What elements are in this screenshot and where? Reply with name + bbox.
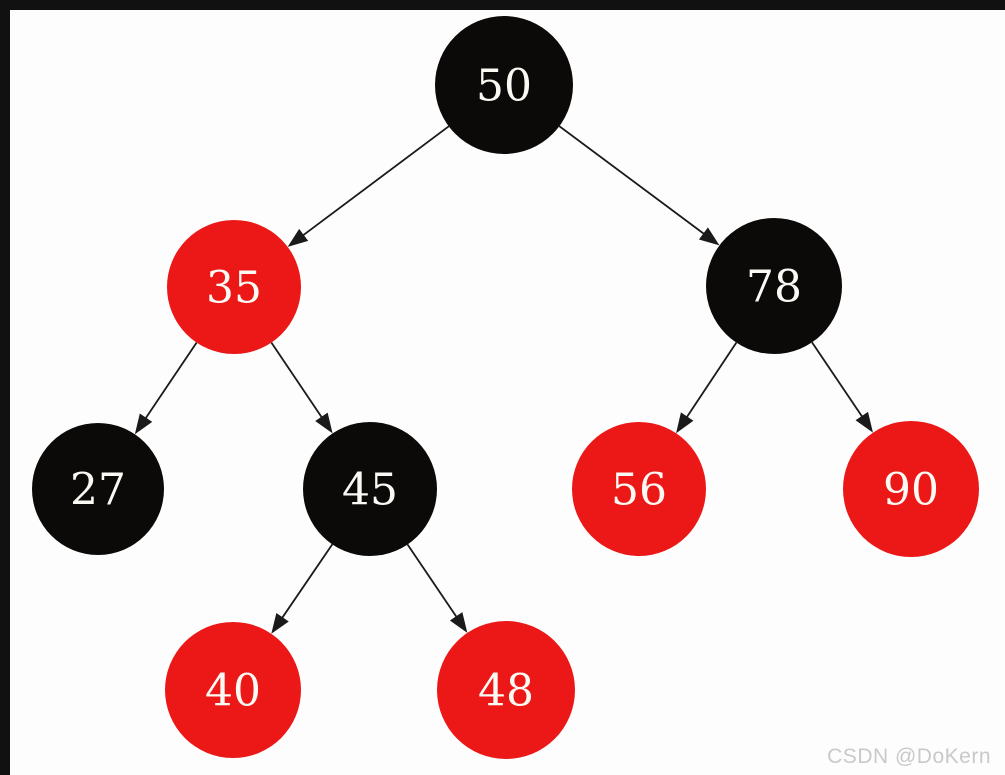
tree-node-48: 48 bbox=[437, 621, 575, 759]
arrowhead-icon-50-35 bbox=[287, 228, 309, 247]
tree-node-label-27: 27 bbox=[70, 464, 126, 515]
tree-node-78: 78 bbox=[706, 218, 842, 354]
tree-node-circle-45 bbox=[303, 422, 437, 556]
arrowhead-icon-35-45 bbox=[315, 412, 333, 434]
tree-edge-45-48 bbox=[406, 543, 458, 619]
tree-edge-45-40 bbox=[280, 543, 334, 620]
tree-edge-50-78 bbox=[558, 125, 706, 236]
tree-node-90: 90 bbox=[843, 421, 979, 557]
tree-node-circle-78 bbox=[706, 218, 842, 354]
arrowhead-icon-50-78 bbox=[698, 227, 720, 246]
red-black-tree-diagram: 50 35 78 27 45 56 90 40 48 bbox=[32, 16, 979, 759]
tree-edge-35-45 bbox=[270, 342, 324, 419]
tree-node-35: 35 bbox=[167, 220, 301, 354]
tree-node-circle-56 bbox=[572, 422, 706, 556]
tree-edge-35-27 bbox=[144, 342, 198, 420]
tree-node-label-48: 48 bbox=[478, 665, 534, 716]
tree-node-label-50: 50 bbox=[476, 60, 532, 111]
arrowhead-icon-35-27 bbox=[134, 413, 153, 435]
watermark: CSDN @DoKern bbox=[827, 745, 991, 768]
tree-node-circle-40 bbox=[165, 622, 301, 758]
tree-node-27: 27 bbox=[32, 423, 164, 555]
tree-node-label-56: 56 bbox=[611, 464, 667, 515]
edges-layer bbox=[134, 125, 873, 634]
tree-edge-78-56 bbox=[685, 342, 738, 419]
nodes-layer: 50 35 78 27 45 56 90 40 48 bbox=[32, 16, 979, 759]
tree-node-label-35: 35 bbox=[206, 262, 262, 313]
tree-node-circle-48 bbox=[437, 621, 575, 759]
tree-node-label-45: 45 bbox=[342, 464, 398, 515]
tree-node-circle-90 bbox=[843, 421, 979, 557]
tree-edge-50-35 bbox=[301, 125, 450, 237]
tree-node-circle-35 bbox=[167, 220, 301, 354]
tree-node-label-78: 78 bbox=[746, 261, 802, 312]
arrowhead-icon-45-40 bbox=[271, 613, 289, 634]
tree-node-50: 50 bbox=[435, 16, 573, 154]
tree-node-40: 40 bbox=[165, 622, 301, 758]
arrowhead-icon-78-56 bbox=[676, 412, 694, 434]
tree-node-circle-50 bbox=[435, 16, 573, 154]
tree-node-label-40: 40 bbox=[205, 665, 261, 716]
tree-node-label-90: 90 bbox=[883, 464, 939, 515]
tree-edge-78-90 bbox=[811, 341, 864, 419]
arrowhead-icon-78-90 bbox=[855, 411, 873, 433]
tree-node-56: 56 bbox=[572, 422, 706, 556]
arrowhead-icon-45-48 bbox=[449, 612, 468, 633]
tree-node-45: 45 bbox=[303, 422, 437, 556]
tree-node-circle-27 bbox=[32, 423, 164, 555]
